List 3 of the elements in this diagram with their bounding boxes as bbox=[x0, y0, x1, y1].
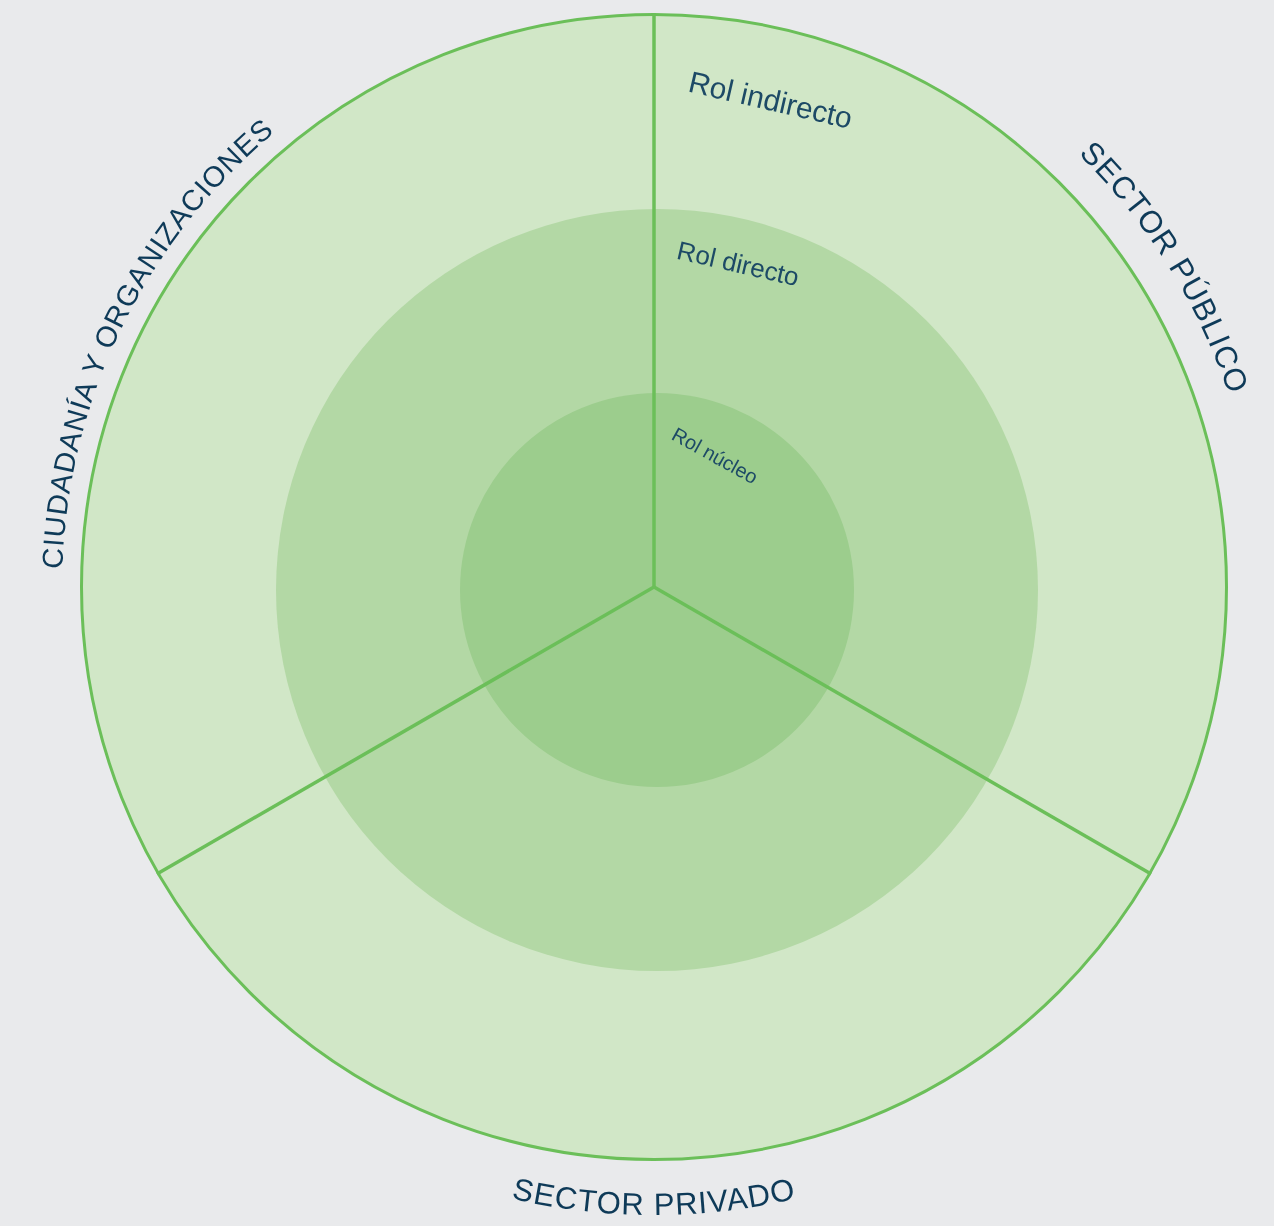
role-label: Rol directo bbox=[674, 235, 803, 294]
sector-label: SECTOR PRIVADO bbox=[509, 1171, 799, 1223]
role-label: Rol indirecto bbox=[685, 65, 856, 136]
